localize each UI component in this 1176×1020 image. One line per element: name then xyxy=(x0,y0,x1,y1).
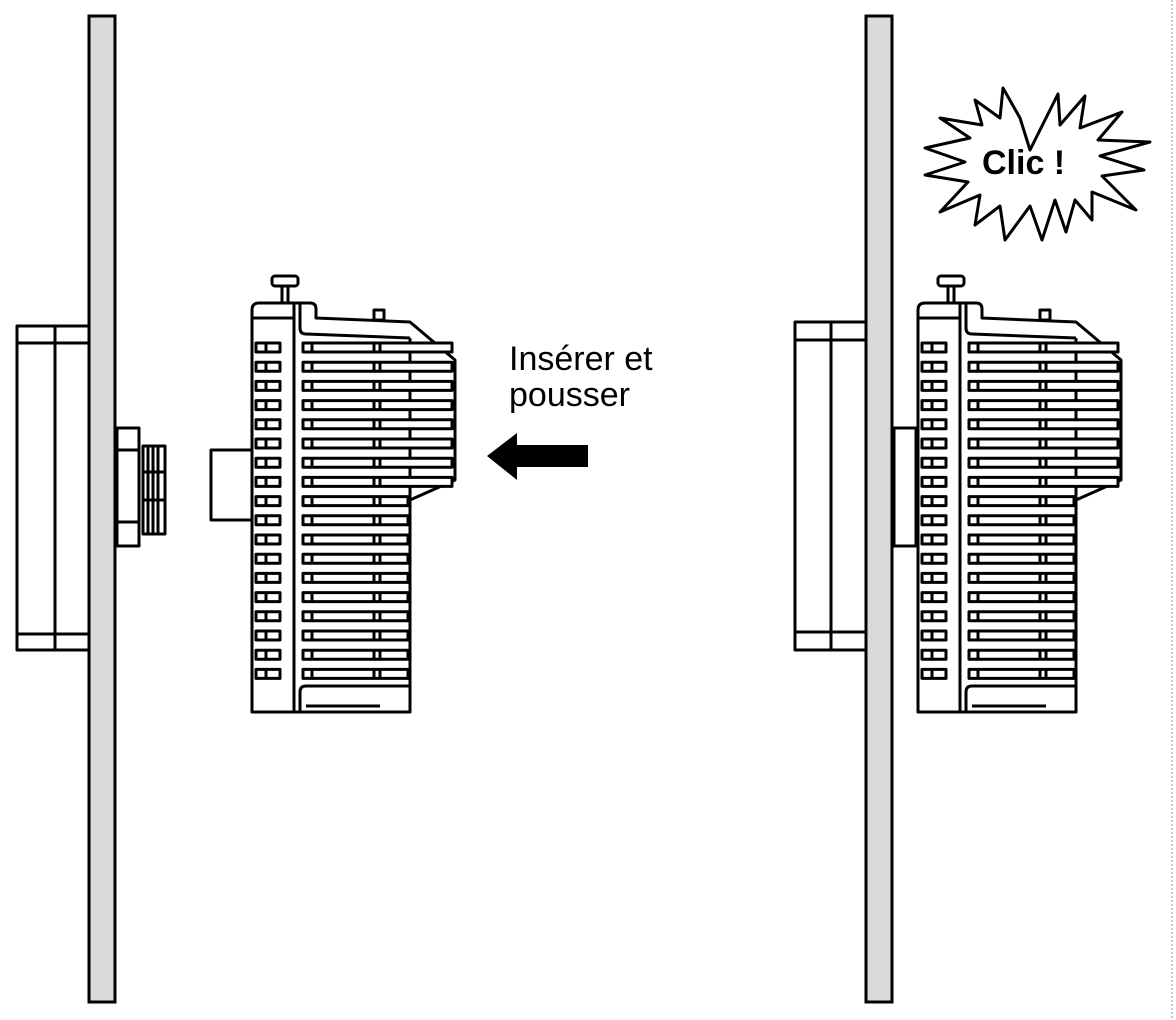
mounting-panel xyxy=(87,14,117,1004)
left-scene: Insérer et pousser xyxy=(15,14,653,1004)
electronic-module-installed xyxy=(916,274,1123,714)
mounting-panel xyxy=(864,14,894,1004)
click-text: Clic ! xyxy=(982,144,1065,182)
module-socket xyxy=(209,448,254,522)
instruction-line-1: Insérer et xyxy=(509,340,653,378)
threaded-connector xyxy=(892,426,918,548)
right-scene: Clic ! xyxy=(793,14,1152,1004)
electronic-module xyxy=(250,274,457,714)
threaded-connector xyxy=(115,426,167,548)
click-burst-icon: Clic ! xyxy=(923,86,1152,242)
rear-housing xyxy=(793,320,868,652)
rear-housing xyxy=(15,324,91,652)
instruction-line-2: pousser xyxy=(509,376,630,414)
push-arrow-icon xyxy=(487,433,588,480)
